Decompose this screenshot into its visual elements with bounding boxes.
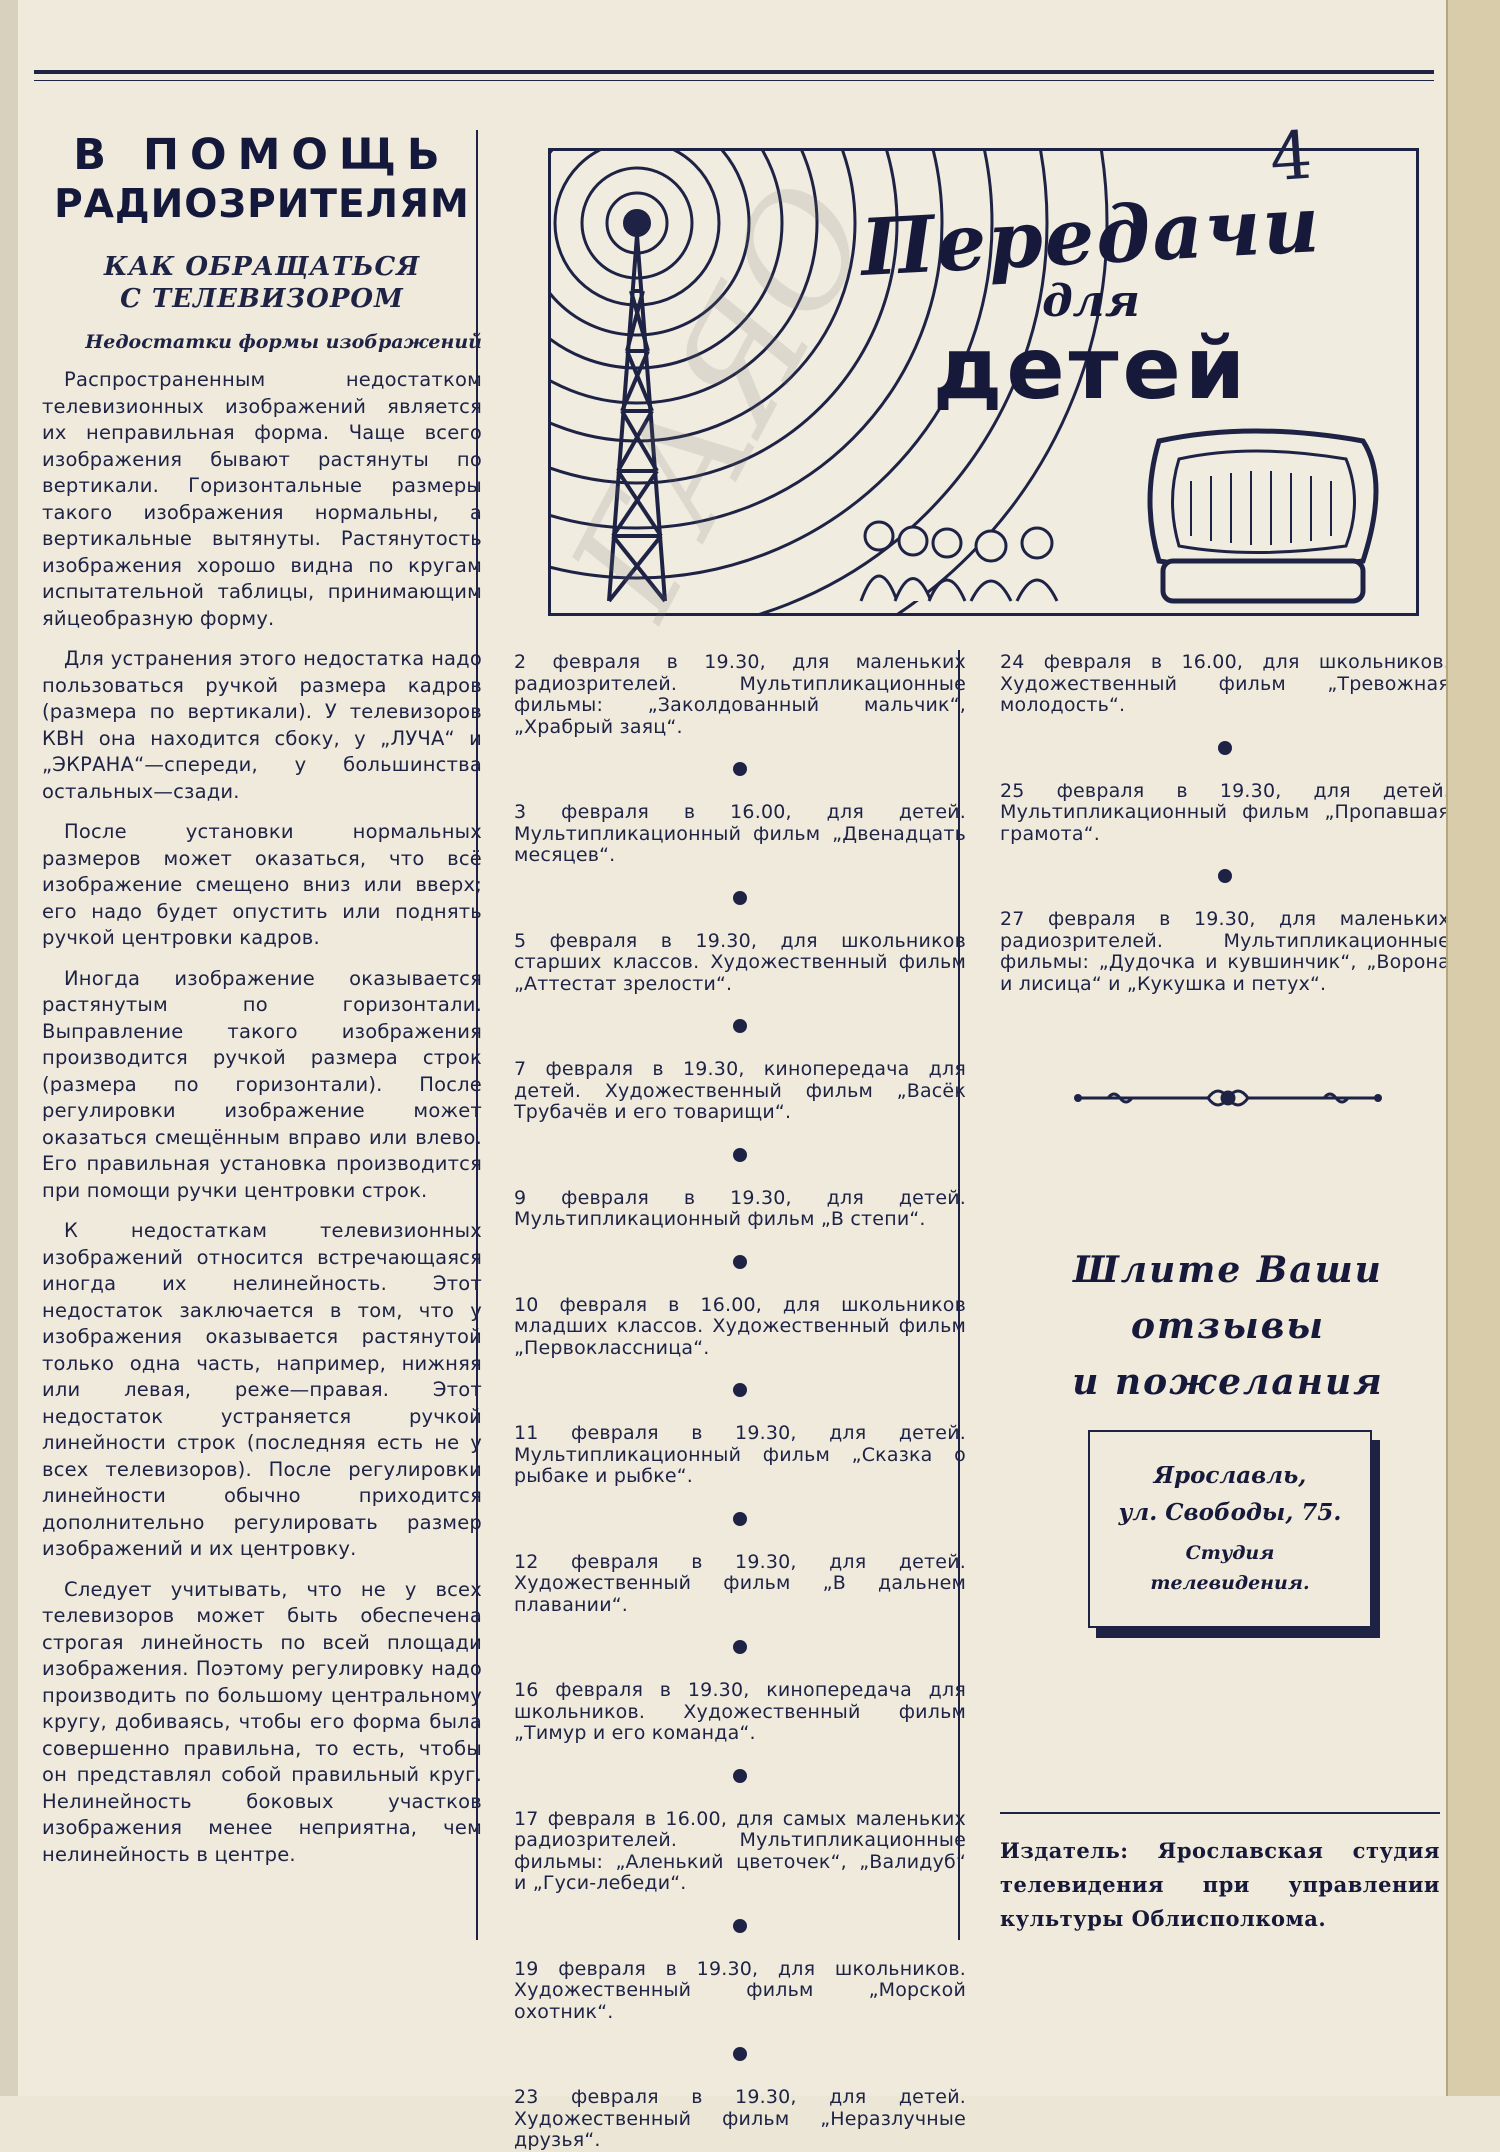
separator-dot — [733, 1918, 747, 1933]
subheading-line-2: С ТЕЛЕВИЗОРОМ — [120, 284, 404, 314]
schedule-item: 25 февраля в 19.30, для детей. Мультипли… — [1000, 779, 1450, 845]
schedule-item: 12 февраля в 19.30, для детей. Художеств… — [514, 1550, 966, 1616]
schedule-item: 17 февраля в 16.00, для самых маленьких … — [514, 1807, 966, 1894]
schedule-item: 5 февраля в 19.30, для школьников старши… — [514, 929, 966, 995]
article-paragraph: Распространенным недостатком телевизионн… — [42, 368, 482, 630]
article-paragraph: Иногда изображение оказывается растянуты… — [42, 966, 482, 1202]
childrens-programs-banner: Передачи для детей — [548, 148, 1419, 616]
feedback-line-2: отзывы — [1131, 1305, 1325, 1347]
schedule-item: 27 февраля в 19.30, для маленьких радиоз… — [1000, 908, 1450, 995]
address-organization: Студия телевидения. — [1090, 1538, 1370, 1598]
article-paragraph: К недостаткам телевизионных изображений … — [42, 1219, 482, 1560]
publisher-info: Издатель: Ярославская студия телевидения… — [1000, 1838, 1440, 1931]
banner-title: Передачи для детей — [781, 179, 1401, 419]
article-subheading: КАК ОБРАЩАТЬСЯ С ТЕЛЕВИЗОРОМ — [42, 251, 482, 315]
schedule-item: 24 февраля в 16.00, для школьников. Худо… — [1000, 651, 1450, 716]
column-divider-right — [958, 650, 960, 1940]
separator-dot — [733, 1511, 747, 1526]
article-paragraph: Для устранения этого недостатка надо пол… — [42, 647, 482, 803]
schedule-item: 16 февраля в 19.30, кинопередача для шко… — [514, 1679, 966, 1744]
top-rule-thin — [34, 80, 1434, 81]
schedule-item: 3 февраля в 16.00, для детей. Мультиплик… — [514, 801, 966, 866]
feedback-line-1: Шлите Ваши — [1073, 1249, 1383, 1291]
separator-dot — [733, 762, 747, 776]
schedule-item: 11 февраля в 19.30, для детей. Мультипли… — [514, 1422, 966, 1487]
article-headline: В ПОМОЩЬ РАДИОЗРИТЕЛЯМ — [42, 130, 482, 227]
ornament-divider-icon — [1074, 1089, 1382, 1107]
top-rule — [34, 70, 1434, 74]
schedule-item: 10 февраля в 16.00, для школьников младш… — [514, 1293, 966, 1359]
schedule-item: 9 февраля в 19.30, для детей. Мультиплик… — [514, 1186, 966, 1230]
children-group-icon — [859, 520, 1059, 602]
headline-line-1: В ПОМОЩЬ — [73, 130, 451, 180]
binding-edge — [1446, 0, 1500, 2096]
separator-dot — [733, 2047, 747, 2061]
article-column: В ПОМОЩЬ РАДИОЗРИТЕЛЯМ КАК ОБРАЩАТЬСЯ С … — [42, 130, 482, 1868]
schedule-column-right: 24 февраля в 16.00, для школьников. Худо… — [1000, 651, 1450, 995]
address-org-line-1: Студия — [1185, 1542, 1275, 1564]
separator-dot — [733, 1640, 747, 1654]
schedule-item: 2 февраля в 19.30, для маленьких радиозр… — [514, 651, 966, 738]
column-divider-left — [476, 130, 478, 1940]
separator-dot — [1218, 869, 1232, 883]
newspaper-page: В ПОМОЩЬ РАДИОЗРИТЕЛЯМ КАК ОБРАЩАТЬСЯ С … — [18, 0, 1450, 2151]
separator-dot — [733, 1768, 747, 1783]
schedule-item: 19 февраля в 19.30, для школьников. Худо… — [514, 1957, 966, 2023]
schedule-column-left: 2 февраля в 19.30, для маленьких радиозр… — [514, 651, 966, 2152]
separator-dot — [1218, 740, 1232, 755]
separator-dot — [733, 1147, 747, 1162]
section-title: Недостатки формы изображений — [85, 331, 482, 353]
address-street: ул. Свободы, 75. — [1118, 1499, 1342, 1526]
address-box: Ярославль, ул. Свободы, 75. Студия телев… — [1088, 1430, 1372, 1628]
article-paragraph: После установки нормальных размеров може… — [42, 820, 482, 949]
subheading-line-1: КАК ОБРАЩАТЬСЯ — [103, 252, 421, 282]
schedule-item: 7 февраля в 19.30, кинопередача для дете… — [514, 1058, 966, 1123]
tv-set-icon — [1147, 428, 1379, 604]
publisher-rule — [1000, 1812, 1440, 1814]
separator-dot — [733, 1254, 747, 1269]
separator-dot — [733, 1019, 747, 1033]
separator-dot — [733, 890, 747, 905]
address-org-line-2: телевидения. — [1150, 1572, 1310, 1594]
article-paragraph: Следует учитывать, что не у всех телевиз… — [42, 1577, 482, 1866]
banner-title-line-2: для — [1042, 276, 1140, 327]
radio-tower-icon — [607, 209, 667, 603]
handwritten-page-number: 4 — [1267, 116, 1315, 197]
schedule-item: 23 февраля в 19.30, для детей. Художеств… — [514, 2086, 966, 2151]
separator-dot — [733, 1383, 747, 1397]
banner-title-line-3: детей — [932, 319, 1250, 419]
banner-illustration — [551, 151, 1379, 613]
headline-line-2: РАДИОЗРИТЕЛЯМ — [54, 182, 470, 227]
feedback-line-3: и пожелания — [1072, 1361, 1384, 1403]
feedback-request: Шлите Ваши отзывы и пожелания — [1048, 1242, 1408, 1410]
address-city: Ярославль, — [1153, 1462, 1307, 1489]
